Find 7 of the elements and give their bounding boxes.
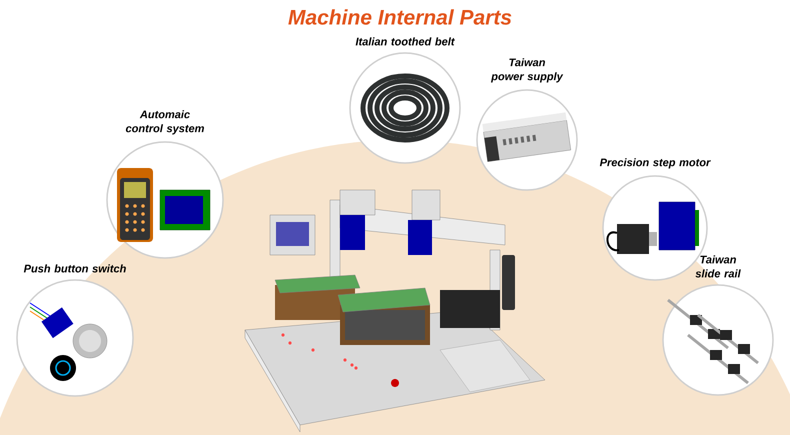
part-label: Automaic control system [126, 110, 204, 134]
part-label: Push button switch [24, 264, 126, 272]
part-label: Taiwan slide rail [696, 255, 741, 278]
part-label: Italian toothed belt [356, 37, 455, 46]
part-label: Precision step motor [600, 158, 711, 168]
title: Machine Internal Parts [288, 9, 512, 25]
part-label: Taiwan power supply [491, 58, 564, 82]
